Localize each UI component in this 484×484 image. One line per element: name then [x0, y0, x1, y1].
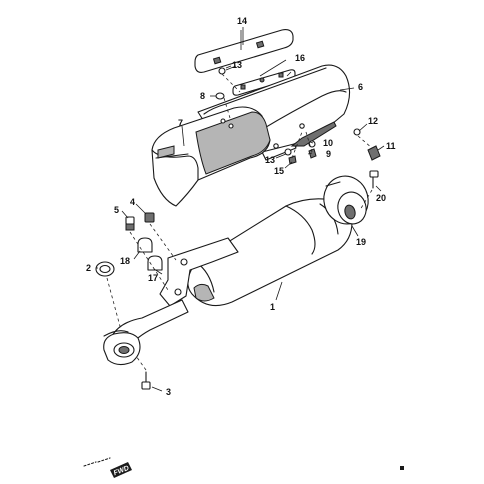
callout-7: 7 [178, 118, 183, 128]
callout-14: 14 [237, 16, 247, 26]
hardware-right [284, 128, 381, 165]
corner-mark [400, 466, 404, 470]
heat-shield-plate [194, 29, 294, 73]
exhaust-pipe-bracket [103, 237, 239, 366]
callout-16: 16 [295, 53, 305, 63]
callout-1: 1 [270, 302, 275, 312]
callout-19: 19 [356, 237, 366, 247]
callout-18: 18 [120, 256, 130, 266]
callout-3: 3 [166, 387, 171, 397]
callout-13-upper: 13 [232, 60, 242, 70]
callout-10: 10 [323, 138, 333, 148]
callout-8: 8 [200, 91, 205, 101]
washer-8 [215, 92, 225, 100]
callout-9: 9 [326, 149, 331, 159]
callout-20: 20 [376, 193, 386, 203]
callout-4: 4 [130, 197, 135, 207]
callout-labels: 14 16 13 6 8 7 12 11 10 9 13 15 20 19 4 … [86, 16, 396, 397]
forward-badge-label: FWD [113, 465, 130, 477]
end-cap [323, 175, 369, 225]
fasteners-left [125, 212, 163, 271]
bolt-20 [369, 170, 379, 189]
callout-13-lower: 13 [265, 155, 275, 165]
muffler-shield [151, 106, 271, 207]
bolt-3 [141, 371, 151, 390]
assembly-guide-lines [106, 73, 373, 371]
callout-5: 5 [114, 205, 119, 215]
callout-12: 12 [368, 116, 378, 126]
callout-15: 15 [274, 166, 284, 176]
forward-indicator: FWD [83, 457, 132, 478]
callout-2: 2 [86, 263, 91, 273]
gasket-2 [95, 261, 115, 277]
callout-11: 11 [386, 141, 396, 151]
callout-17: 17 [148, 273, 158, 283]
leader-lines [96, 27, 385, 392]
callout-6: 6 [358, 82, 363, 92]
